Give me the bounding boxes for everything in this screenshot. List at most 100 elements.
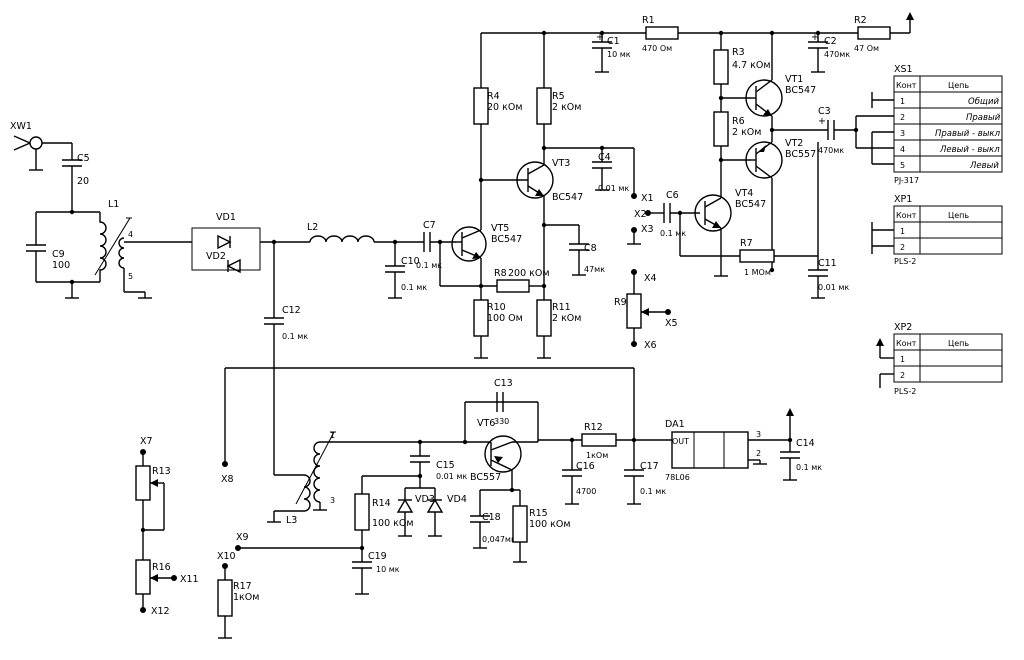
c14-label: C14 xyxy=(796,438,815,449)
r10-value: 100 Ом xyxy=(487,313,523,324)
r17-value: 1кОм xyxy=(233,592,259,603)
r7-label: R7 xyxy=(740,238,753,249)
r12-label: R12 xyxy=(584,422,603,433)
xp1-type: PLS-2 xyxy=(894,257,916,266)
vt4-label: VT4 xyxy=(735,188,753,199)
xs1-connector: XS1 Конт Цепь 1 Общий 2 Правый 3 Правый … xyxy=(853,64,1003,185)
r5-label: R5 xyxy=(552,91,565,102)
detector-diodes: VD1 VD2 xyxy=(191,212,310,318)
r4-label: R4 xyxy=(487,91,500,102)
c5-value: 20 xyxy=(77,176,89,187)
r1-label: R1 xyxy=(642,15,655,26)
c19-label: C19 xyxy=(368,551,387,562)
x2-label: X2 xyxy=(634,209,647,220)
r10-label: R10 xyxy=(487,302,506,313)
l2-label: L2 xyxy=(307,222,318,233)
r14-label: R14 xyxy=(372,498,391,509)
vt6-type: BC557 xyxy=(470,472,501,483)
xs1-row1-c: Общий xyxy=(968,97,999,107)
x5-label: X5 xyxy=(665,318,678,329)
x1-label: X1 xyxy=(641,193,654,204)
x8-label: X8 xyxy=(221,474,234,485)
xs1-row2-c: Правый xyxy=(966,113,1001,123)
c11-value: 0.01 мк xyxy=(818,283,849,292)
c8-label: C8 xyxy=(584,243,597,254)
svg-text:+: + xyxy=(811,32,819,43)
preamp-stage: R4 20 кОм VT5 BC547 R8 200 кОм R10 100 О… xyxy=(437,30,910,359)
r11-label: R11 xyxy=(552,302,571,313)
xs1-row4-c: Левый - выкл xyxy=(939,145,1000,155)
c1-label: C1 xyxy=(607,36,620,47)
r9-pot: X4 R9 X5 X6 xyxy=(614,269,678,351)
l3-pin1: 1 xyxy=(330,431,335,440)
vt4-symbol xyxy=(694,194,732,232)
c12-label: C12 xyxy=(282,305,301,316)
x11-label: X11 xyxy=(180,574,199,585)
c11-label: C11 xyxy=(818,258,837,269)
xp2-type: PLS-2 xyxy=(894,387,916,396)
da1-out: OUT xyxy=(672,437,689,446)
c3-value: 470мк xyxy=(818,146,844,155)
da1-label: DA1 xyxy=(665,419,685,430)
r17-label: R17 xyxy=(233,581,252,592)
c2-label: C2 xyxy=(824,36,837,47)
c4-label: C4 xyxy=(598,152,611,163)
r12-value: 1кОм xyxy=(586,451,608,460)
c19-value: 10 мк xyxy=(376,565,400,574)
c13-value: 330 xyxy=(494,417,509,426)
vt6-label: VT6 xyxy=(477,418,495,429)
r6-label: R6 xyxy=(732,116,745,127)
x7-label: X7 xyxy=(140,436,153,447)
vt3-type: BC547 xyxy=(552,192,583,203)
c8-value: 47мк xyxy=(584,265,605,274)
c6-value: 0.1 мк xyxy=(660,229,686,238)
vt6-symbol xyxy=(484,435,522,473)
c9-value: 100 xyxy=(52,260,70,271)
x3-label: X3 xyxy=(641,224,654,235)
c13-label: C13 xyxy=(494,378,513,389)
r6-value: 2 кОм xyxy=(732,127,761,138)
vt1-label: VT1 xyxy=(785,74,803,85)
xp2-row1-k: 1 xyxy=(900,355,905,364)
da1-body xyxy=(671,431,749,469)
c1-value: 10 мк xyxy=(607,50,631,59)
xs1-row3-c: Правый - выкл xyxy=(935,129,1001,139)
vt5-type: BC547 xyxy=(491,234,522,245)
r3-label: R3 xyxy=(732,47,745,58)
c4-value: 0.01 мк xyxy=(598,184,629,193)
r3-value: 4.7 кОм xyxy=(732,60,771,71)
r4-value: 20 кОм xyxy=(487,102,523,113)
r15-label: R15 xyxy=(529,508,548,519)
c18-label: C18 xyxy=(482,512,501,523)
xw1-jack-symbol xyxy=(29,136,43,150)
c5-label: C5 xyxy=(77,153,90,164)
vd3-label: VD3 xyxy=(415,494,435,505)
xs1-hdr-c: Цепь xyxy=(948,81,969,90)
xp2-hdr-k: Конт xyxy=(896,339,917,348)
vt3-label: VT3 xyxy=(552,158,570,169)
vt5-symbol xyxy=(451,226,487,262)
r13-label: R13 xyxy=(152,466,171,477)
xw1-label: XW1 xyxy=(10,121,32,132)
xp1-hdr-c: Цепь xyxy=(948,211,969,220)
r7-value: 1 МОм xyxy=(744,268,771,277)
c6-label: C6 xyxy=(666,190,679,201)
l1-pin4: 4 xyxy=(128,230,133,239)
lower-bus: C12 0.1 мк X8 xyxy=(221,305,635,485)
r13-r16-pots: X7 R13 R16 X11 X12 xyxy=(135,436,199,617)
oscillator-stage: L3 1 3 R14 100 кОм C15 0.01 мк xyxy=(235,431,467,595)
xs1-row4-k: 4 xyxy=(900,145,905,154)
r8-value: 200 кОм xyxy=(508,268,550,279)
xp2-connector: XP2 Конт Цепь 1 2 PLS-2 xyxy=(876,322,1003,396)
l3-pin3: 3 xyxy=(330,496,335,505)
r17-branch: X10 R17 1кОм xyxy=(217,551,259,639)
input-filter: L2 C7 0.1 мк C10 0.1 мк xyxy=(307,220,456,299)
xs1-row3-k: 3 xyxy=(900,129,905,138)
c9-label: C9 xyxy=(52,249,65,260)
vt1-type: BC547 xyxy=(785,85,816,96)
r15-value: 100 кОм xyxy=(529,519,571,530)
r16-label: R16 xyxy=(152,562,171,573)
l1-label: L1 xyxy=(108,199,119,210)
c17-label: C17 xyxy=(640,461,659,472)
xp1-connector: XP1 Конт Цепь 1 2 PLS-2 xyxy=(871,194,1003,266)
